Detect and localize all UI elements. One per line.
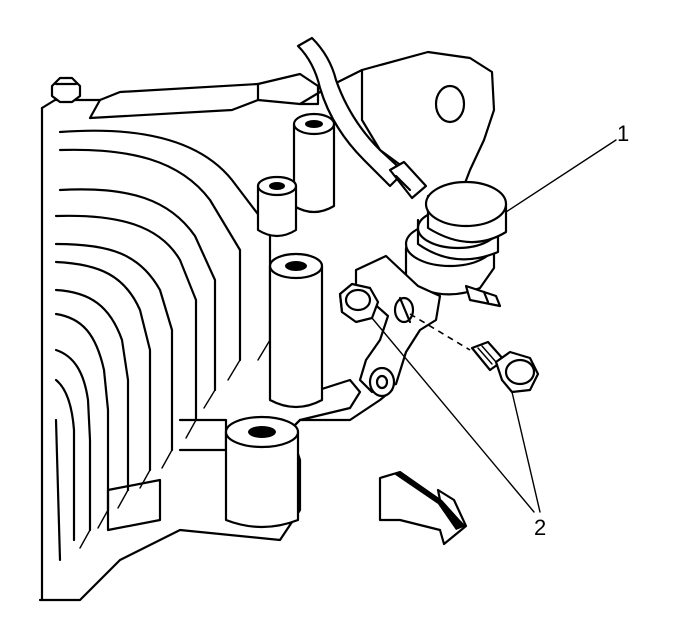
regulator-bracket xyxy=(354,254,442,398)
leader-line-2b xyxy=(511,391,541,513)
callout-2-label: 2 xyxy=(534,515,547,540)
installed-bolt xyxy=(338,282,380,324)
manifold-bosses xyxy=(224,112,336,529)
loose-bolt xyxy=(470,340,540,394)
alignment-dashed-line xyxy=(409,313,471,351)
vacuum-hose xyxy=(296,36,428,200)
leader-line-1 xyxy=(505,139,617,213)
leader-line-2a xyxy=(371,317,535,513)
callout-1-label: 1 xyxy=(617,121,630,146)
fuel-pressure-regulator xyxy=(404,180,508,308)
front-direction-arrow-icon xyxy=(378,470,468,546)
